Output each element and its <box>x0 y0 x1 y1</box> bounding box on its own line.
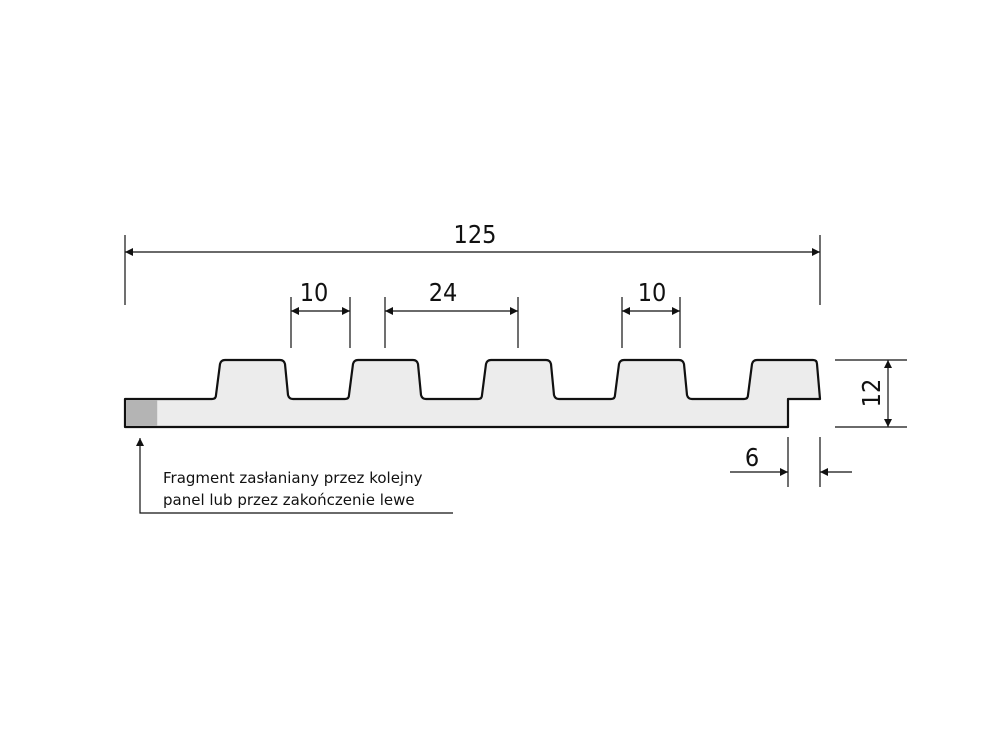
panel-profile <box>123 358 822 429</box>
dimension-ridge-left: 10 <box>290 278 351 348</box>
dimension-step: 6 <box>730 437 852 487</box>
dimension-label: 125 <box>454 220 497 249</box>
dimension-groove: 24 <box>384 278 519 348</box>
dimension-height: 12 <box>835 359 907 428</box>
note-line-1: Fragment zasłaniany przez kolejny <box>163 469 423 487</box>
hidden-fragment <box>126 400 158 426</box>
dimension-label: 12 <box>857 379 886 408</box>
dimension-label: 24 <box>429 278 458 307</box>
dimension-total-width: 125 <box>124 220 821 305</box>
dimension-label: 6 <box>745 443 759 472</box>
dimension-label: 10 <box>300 278 329 307</box>
note-line-2: panel lub przez zakończenie lewe <box>163 491 415 509</box>
note-leader: Fragment zasłaniany przez kolejny panel … <box>136 438 453 514</box>
dimension-ridge-right: 10 <box>621 278 681 348</box>
dimension-label: 10 <box>638 278 667 307</box>
